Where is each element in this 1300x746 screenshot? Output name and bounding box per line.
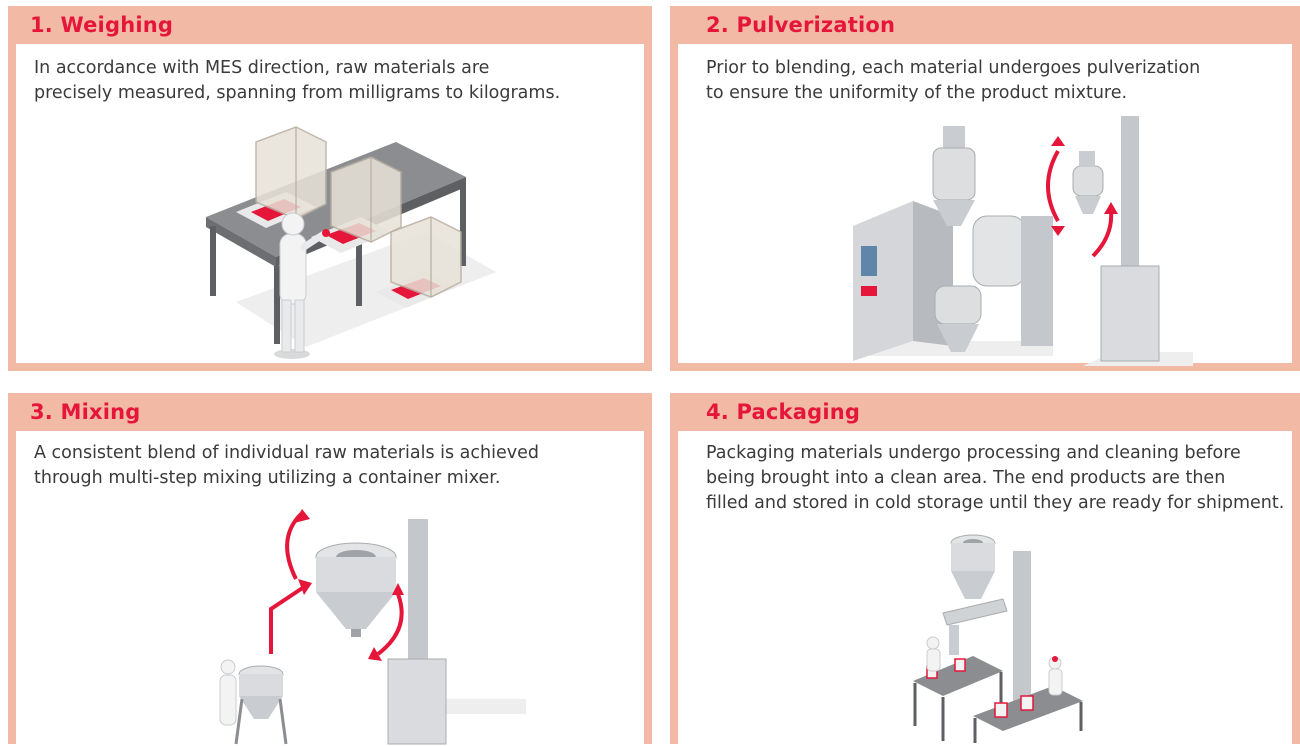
step-panel-pulverization: 2. Pulverization Prior to blending, each…: [670, 6, 1300, 371]
description-line: Prior to blending, each material undergo…: [706, 58, 1201, 78]
description-line: Packaging materials undergo processing a…: [706, 443, 1241, 463]
step-title: 4. Packaging: [706, 400, 861, 424]
step-description: Prior to blending, each material undergo…: [706, 56, 1274, 106]
step-body: Packaging materials undergo processing a…: [678, 431, 1292, 744]
container-mixer-icon: [219, 509, 526, 745]
step-description: A consistent blend of individual raw mat…: [34, 441, 626, 491]
step-body: Prior to blending, each material undergo…: [678, 44, 1292, 366]
description-line: filled and stored in cold storage until …: [706, 493, 1285, 513]
description-line: to ensure the uniformity of the product …: [706, 83, 1128, 103]
step-title: 1. Weighing: [30, 13, 174, 37]
description-line: In accordance with MES direction, raw ma…: [34, 58, 490, 78]
description-line: precisely measured, spanning from millig…: [34, 83, 561, 103]
description-line: through multi-step mixing utilizing a co…: [34, 468, 501, 488]
pulverizer-machine-icon: [853, 116, 1193, 366]
step-body: A consistent blend of individual raw mat…: [16, 431, 644, 745]
step-description: Packaging materials undergo processing a…: [706, 441, 1285, 516]
description-line: being brought into a clean area. The end…: [706, 468, 1226, 488]
step-title: 2. Pulverization: [706, 13, 896, 37]
step-body: In accordance with MES direction, raw ma…: [16, 44, 644, 363]
packaging-line-icon: [913, 534, 1083, 743]
step-panel-weighing: 1. Weighing In accordance with MES direc…: [8, 6, 652, 371]
step-title: 3. Mixing: [30, 400, 141, 424]
step-panel-packaging: 4. Packaging Packaging materials undergo…: [670, 393, 1300, 744]
description-line: A consistent blend of individual raw mat…: [34, 443, 539, 463]
weighing-station-icon: [206, 126, 496, 359]
step-description: In accordance with MES direction, raw ma…: [34, 56, 626, 106]
step-panel-mixing: 3. Mixing A consistent blend of individu…: [8, 393, 652, 745]
